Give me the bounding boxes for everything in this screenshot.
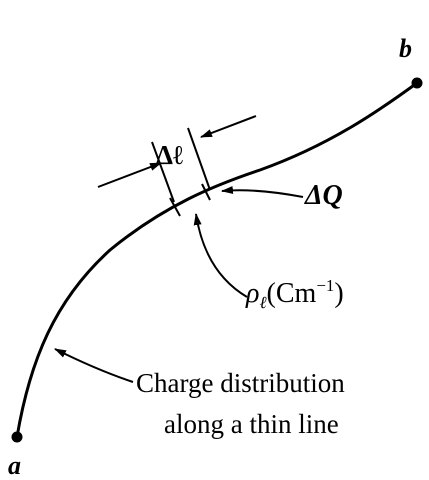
density-units-exponent: −1	[316, 276, 334, 295]
delta-l-arrow-right	[200, 115, 257, 138]
delta-l-label: Δℓ	[156, 140, 183, 170]
caption-line-1: Charge distribution	[136, 368, 345, 398]
caption-line-2: along a thin line	[164, 409, 339, 439]
delta-l-arrow-left	[97, 162, 162, 188]
density-units-suffix: )	[334, 278, 343, 309]
endpoint-b-dot	[411, 77, 423, 89]
density-symbol: ρ	[245, 278, 259, 309]
line-density-label: ρℓ(Cm−1)	[245, 276, 344, 312]
endpoint-a-dot	[11, 431, 23, 443]
endpoint-b-label: b	[399, 34, 412, 63]
caption-leader-arrow	[54, 348, 134, 383]
charge-line-curve	[15, 81, 418, 438]
density-leader-arrow	[193, 213, 248, 298]
delta-q-leader-arrow	[221, 186, 304, 198]
density-subscript: ℓ	[259, 293, 266, 312]
delta-l-extension-right	[187, 127, 211, 191]
segment-tick-right	[201, 183, 211, 201]
endpoint-a-label: a	[8, 451, 21, 480]
delta-l-extension-left	[151, 141, 175, 203]
delta-q-label: ΔQ	[304, 180, 343, 211]
segment-tick-left	[169, 197, 181, 217]
density-units-prefix: (Cm	[267, 278, 317, 309]
